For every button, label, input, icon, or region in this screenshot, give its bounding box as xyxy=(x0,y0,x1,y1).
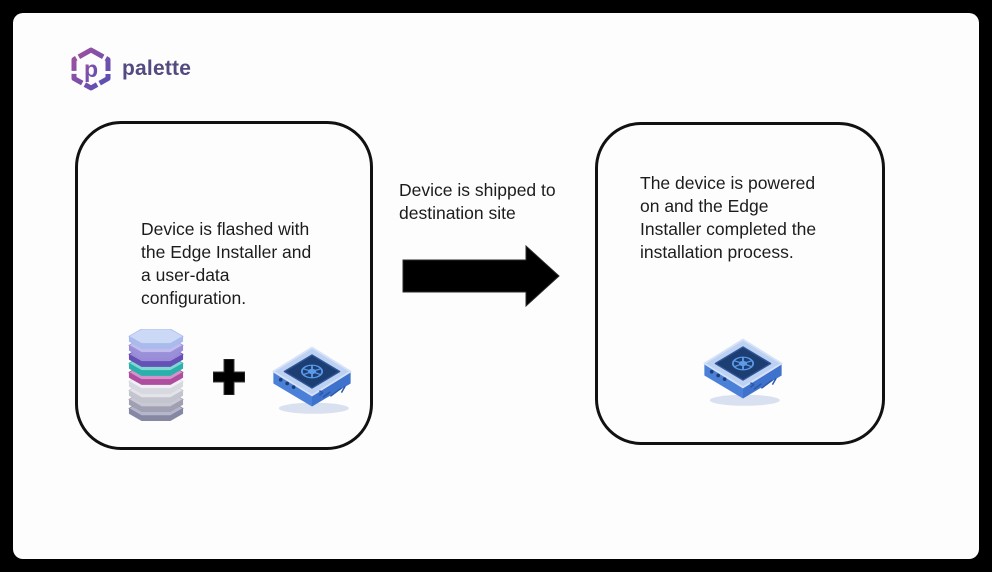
svg-text:p: p xyxy=(84,56,98,82)
palette-logo-icon: p xyxy=(71,47,111,91)
palette-logo: p palette xyxy=(70,47,191,91)
powered-step-text: The device is powered on and the Edge In… xyxy=(640,172,816,264)
text-line: installation process. xyxy=(640,242,794,262)
text-line: on and the Edge xyxy=(640,196,769,216)
edge-device-icon xyxy=(266,338,358,416)
text-line: destination site xyxy=(399,203,516,223)
cluster-profile-stack-icon xyxy=(124,328,188,421)
right-arrow-icon xyxy=(402,244,560,309)
text-line: Device is shipped to xyxy=(399,180,556,200)
text-line: The device is powered xyxy=(640,173,816,193)
text-line: Installer completed the xyxy=(640,219,817,239)
transition-text: Device is shipped to destination site xyxy=(399,179,589,225)
step-box-device-powered: The device is powered on and the Edge In… xyxy=(595,122,885,445)
step-box-flash-device: Device is flashed with the Edge Installe… xyxy=(75,121,373,450)
plus-icon xyxy=(212,358,246,396)
text-line: a user-data xyxy=(141,265,230,285)
text-line: Device is flashed with xyxy=(141,219,310,239)
diagram-panel: p palette Device is flashed with the Edg… xyxy=(13,13,979,559)
stack-layers-svg xyxy=(128,328,184,421)
edge-device-icon xyxy=(697,330,789,408)
flash-step-text: Device is flashed with the Edge Installe… xyxy=(141,218,311,310)
text-line: configuration. xyxy=(141,288,247,308)
palette-wordmark: palette xyxy=(122,57,192,80)
text-line: the Edge Installer and xyxy=(141,242,312,262)
